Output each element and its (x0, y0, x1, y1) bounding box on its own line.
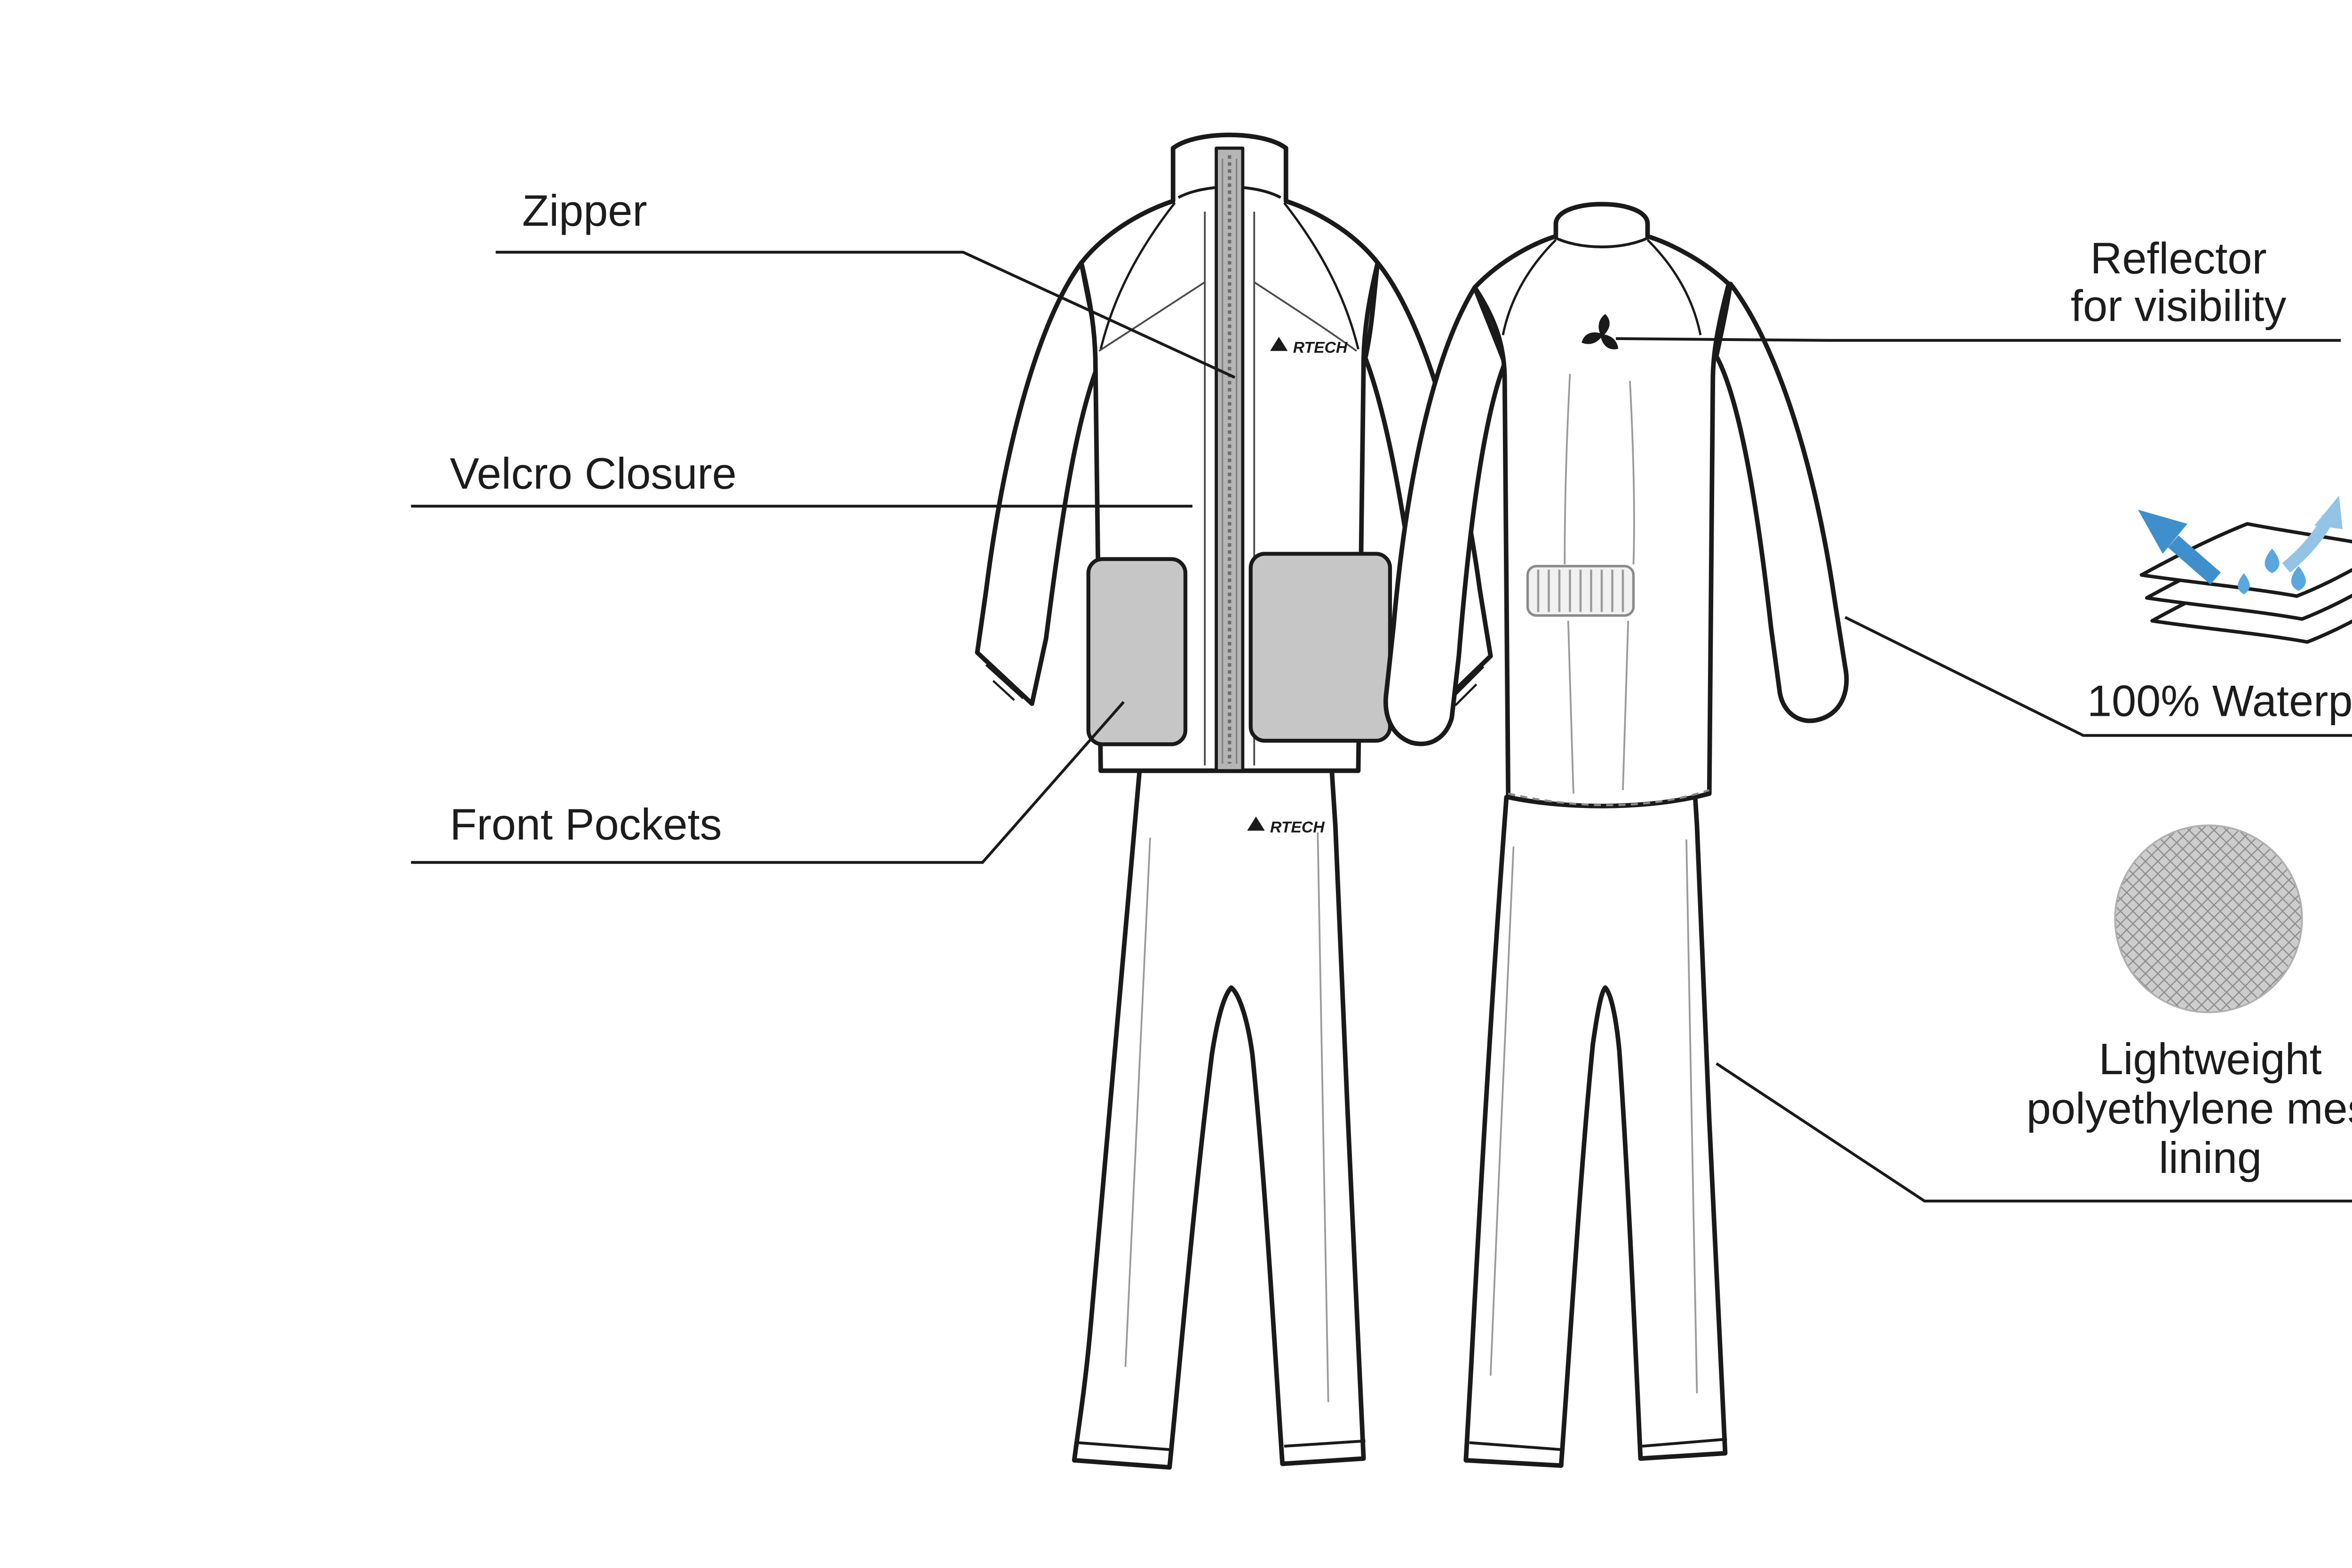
front-left-sleeve (975, 260, 1103, 706)
velcro-closure-label-text: Velcro Closure (450, 450, 737, 499)
mesh-label-line3: lining (2159, 1134, 2262, 1184)
reflector-label-line2: for visibility (2071, 282, 2287, 332)
front-pocket-left (1086, 557, 1188, 746)
waterproof-leader-line (1844, 616, 2352, 737)
waterproof-label-text: 100% Waterproof (2087, 677, 2352, 727)
back-pants (1463, 795, 1728, 1468)
back-reflector-band (1526, 565, 1635, 617)
pants-brand-logo: RTECH (1247, 816, 1325, 836)
back-right-sleeve (1714, 281, 1849, 723)
back-suit-illustration (1383, 202, 1849, 1468)
mesh-leader-line (1716, 1062, 2352, 1203)
reflector-leader-line (1615, 337, 2341, 342)
back-jacket-body (1472, 202, 1731, 808)
mesh-lining-label: Lightweight polyethylene mesh lining (1976, 1035, 2352, 1183)
reflector-logo-icon (1581, 314, 1619, 349)
annotation-leader-lines (411, 251, 2352, 1203)
reflector-label: Reflector for visibility (1940, 234, 2352, 332)
front-pockets-label: Front Pockets (450, 800, 722, 850)
velcro-closure-label: Velcro Closure (450, 451, 737, 499)
front-suit-illustration: RTECH RTECH (975, 133, 1493, 1470)
front-pocket-right (1248, 552, 1392, 743)
pants-brand-text: RTECH (1270, 818, 1325, 836)
front-pockets-label-text: Front Pockets (450, 800, 722, 850)
waterproof-label: 100% Waterproof (2029, 677, 2352, 727)
chest-brand-text: RTECH (1293, 339, 1348, 356)
mesh-circle-icon (2114, 824, 2303, 1014)
waterproof-fabric-icon (2138, 495, 2352, 644)
water-droplets-icon (2238, 548, 2306, 594)
front-pants (1072, 768, 1366, 1470)
zipper-label: Zipper (522, 187, 647, 237)
reflector-label-line1: Reflector (2090, 234, 2267, 284)
front-pockets-leader-line (411, 701, 1125, 864)
zipper-leader-line (495, 251, 1236, 379)
chest-brand-logo: RTECH (1270, 337, 1348, 356)
mesh-label-line2: polyethylene mesh (2026, 1085, 2352, 1134)
mesh-label-line1: Lightweight (2098, 1035, 2322, 1085)
zipper-label-text: Zipper (522, 187, 647, 237)
